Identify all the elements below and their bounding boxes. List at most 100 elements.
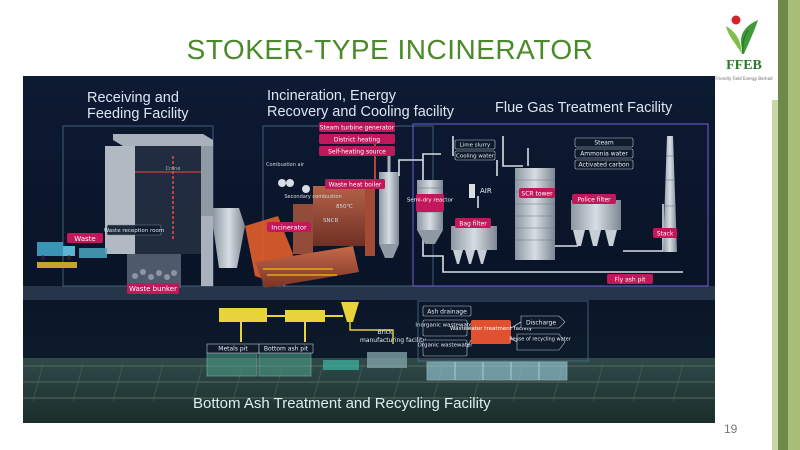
ash-conveyors	[219, 302, 359, 322]
accent-bar-mid	[788, 0, 800, 450]
brick-feed-line	[349, 322, 394, 344]
svg-text:Semi-dry reactor: Semi-dry reactor	[407, 198, 454, 204]
police-filter-tag: Police filter	[572, 194, 616, 204]
flue-gas-zone-outline	[412, 123, 709, 287]
svg-text:Fly ash pit: Fly ash pit	[615, 277, 647, 284]
brick-facility	[323, 352, 407, 370]
feed-hopper	[213, 208, 245, 268]
combustion-air-fans	[278, 179, 310, 193]
svg-text:Cooling water: Cooling water	[456, 154, 495, 160]
logo-wordmark: FFEB	[726, 58, 762, 73]
leaf-logo-icon	[726, 15, 758, 55]
svg-text:Waste: Waste	[74, 235, 95, 243]
reuse-tag: Reuse of recycling water	[509, 333, 572, 351]
stoker-incinerator	[245, 216, 359, 288]
discharge-tag: Discharge	[520, 315, 566, 329]
waste-heat-boiler-tag: Waste heat boiler	[325, 179, 385, 189]
scr-tower	[515, 168, 555, 260]
waste-heat-boiler	[293, 186, 375, 256]
svg-text:Ash drainage: Ash drainage	[427, 309, 467, 316]
brick-label-line1: Brick	[377, 329, 393, 336]
receiving-title-line1: Receiving and	[87, 90, 179, 106]
logo-tagline: Friendly Field Energy Berhad	[715, 76, 773, 81]
semi-dry-reactor-tag: Semi-dry reactor	[407, 194, 454, 212]
self-heating-tag: Self-heating source	[319, 146, 395, 156]
svg-text:Wastewater treatment facility: Wastewater treatment facility	[450, 326, 533, 332]
svg-text:Lime slurry: Lime slurry	[460, 143, 491, 149]
svg-text:Waste reception room: Waste reception room	[104, 228, 165, 234]
receiving-building: Crane	[105, 134, 213, 288]
stack	[663, 136, 677, 252]
ash-drainage-tag: Ash drainage	[422, 305, 472, 317]
bag-filter-tag: Bag filter	[455, 218, 491, 228]
garbage-truck	[37, 242, 107, 261]
wastewater-arrows	[466, 321, 522, 349]
truck-ramp	[37, 262, 77, 268]
crane-label: Crane	[166, 166, 181, 172]
svg-text:Police filter: Police filter	[577, 197, 611, 204]
svg-text:Waste bunker: Waste bunker	[129, 285, 177, 293]
bag-filter	[451, 226, 497, 264]
svg-text:Waste heat boiler: Waste heat boiler	[329, 182, 382, 189]
svg-text:Inorganic wastewater: Inorganic wastewater	[415, 323, 475, 329]
temperature-label: 850℃	[336, 203, 353, 210]
steam-turbine-tag: Steam turbine generator	[319, 122, 395, 132]
incineration-title-line2: Recovery and Cooling facility	[267, 104, 455, 120]
svg-text:Activated carbon: Activated carbon	[578, 162, 629, 169]
cooling-water-tag: Cooling water	[454, 150, 496, 161]
svg-text:Bag filter: Bag filter	[459, 221, 487, 228]
bottom-ash-title: Bottom Ash Treatment and Recycling Facil…	[193, 395, 491, 412]
svg-text:Ammonia water: Ammonia water	[580, 151, 628, 158]
secondary-combustion-label: Secondary combustion	[284, 194, 341, 200]
wastewater-zone-outline	[417, 300, 589, 362]
air-label: AIR	[480, 187, 492, 195]
svg-text:Discharge: Discharge	[526, 320, 556, 327]
incineration-title-line1: Incineration, Energy	[267, 88, 397, 104]
svg-text:Incinerator: Incinerator	[271, 224, 307, 232]
water-tanks	[426, 361, 568, 381]
page-number: 19	[724, 422, 738, 436]
waste-bunker-tag: Waste bunker	[127, 283, 179, 294]
metals-pit: Metals pit	[206, 343, 260, 377]
fly-ash-pit-tag: Fly ash pit	[607, 274, 653, 284]
waste-reception-tag: Waste reception room	[104, 224, 165, 236]
brick-label-line2: manufacturing facility	[360, 337, 426, 344]
svg-text:Self-heating source: Self-heating source	[328, 149, 386, 156]
incinerator-tag: Incinerator	[267, 222, 311, 232]
svg-text:Stack: Stack	[657, 231, 674, 238]
scr-tower-tag: SCR tower	[519, 188, 555, 198]
ammonia-water-tag: Ammonia water	[574, 148, 634, 159]
air-tank	[469, 184, 475, 198]
gas-cooling-column	[379, 156, 399, 258]
rail-sleepers	[32, 363, 684, 402]
lime-slurry-tag: Lime slurry	[454, 139, 496, 150]
incinerator-diagram: Receiving and Feeding Facility Incinerat…	[23, 76, 715, 423]
svg-text:SCR tower: SCR tower	[521, 191, 553, 198]
flue-gas-title: Flue Gas Treatment Facility	[495, 100, 673, 116]
stack-tag: Stack	[653, 228, 677, 238]
inorganic-wastewater-tag: Inorganic wastewater	[415, 319, 475, 337]
police-filter	[571, 200, 621, 246]
svg-text:Metals pit: Metals pit	[218, 346, 248, 353]
svg-text:Reuse of recycling water: Reuse of recycling water	[509, 337, 572, 343]
sncr-label: SNCR	[323, 218, 338, 224]
conveyor-links	[240, 315, 343, 342]
upper-floor-slab	[23, 286, 715, 300]
wastewater-treatment-tag: Wastewater treatment facility	[450, 320, 533, 344]
accent-bar-light	[772, 100, 778, 450]
combustion-air-label: Combustion air	[266, 162, 305, 168]
svg-text:Bottom ash pit: Bottom ash pit	[264, 346, 309, 353]
company-logo: FFEB Friendly Field Energy Berhad	[714, 10, 774, 86]
bottom-ash-pit: Bottom ash pit	[258, 343, 314, 377]
lower-floor	[23, 358, 715, 423]
svg-text:Steam: Steam	[594, 140, 614, 147]
svg-text:District heating: District heating	[334, 137, 380, 144]
steam-tag: Steam	[574, 137, 634, 148]
accent-bar-dark	[778, 0, 788, 450]
activated-carbon-tag: Activated carbon	[574, 159, 634, 170]
svg-text:Steam turbine generator: Steam turbine generator	[320, 125, 395, 132]
organic-wastewater-tag: Organic wastewater	[417, 339, 473, 357]
district-heating-tag: District heating	[319, 134, 395, 144]
waste-tag: Waste	[67, 233, 103, 243]
svg-text:Organic wastewater: Organic wastewater	[417, 343, 473, 349]
